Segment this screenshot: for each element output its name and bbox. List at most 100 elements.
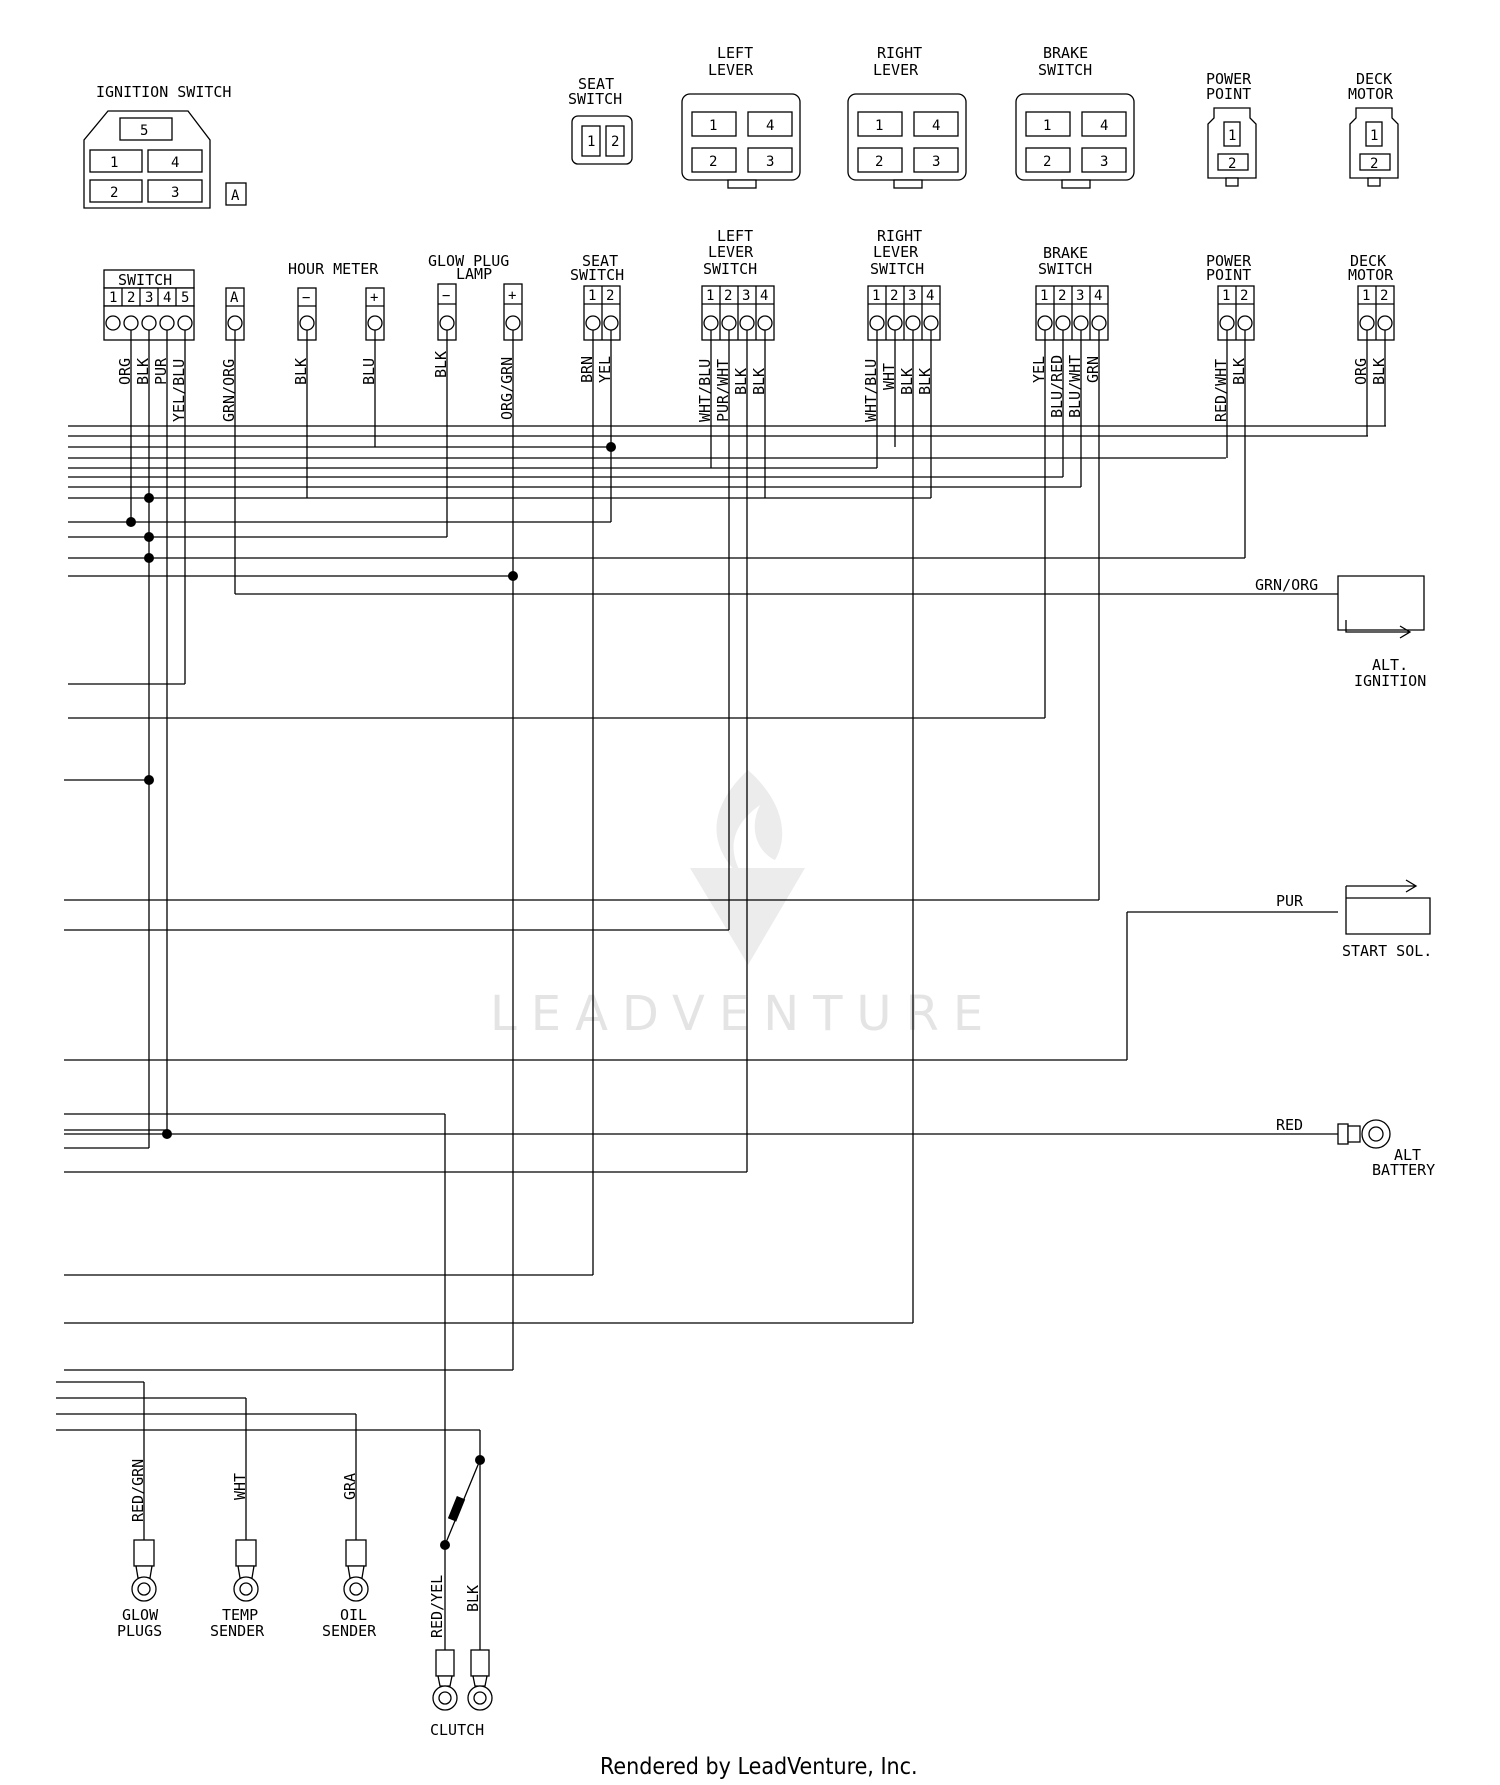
svg-text:1: 1	[1222, 288, 1230, 304]
svg-text:PLUGS: PLUGS	[117, 1622, 162, 1640]
svg-text:CLUTCH: CLUTCH	[430, 1721, 484, 1739]
right-lever-title-2: LEVER	[873, 61, 919, 79]
svg-text:3: 3	[1100, 154, 1108, 170]
svg-text:3: 3	[908, 288, 916, 304]
seat-switch-title-1: SEAT	[578, 75, 614, 93]
wire-labels: ORG BLK PUR YEL/BLU GRN/ORG BLK BLU BLK …	[116, 351, 1388, 422]
seat-top-pin-1: 1	[587, 134, 595, 150]
alt-ignition-wire: GRN/ORG	[1255, 576, 1318, 594]
svg-text:2: 2	[127, 290, 135, 306]
svg-text:1: 1	[109, 290, 117, 306]
h-seat-title-1: SEAT	[582, 252, 618, 270]
svg-text:BLK: BLK	[464, 1585, 482, 1612]
svg-text:4: 4	[760, 288, 768, 304]
junction-dots	[126, 442, 616, 1550]
svg-text:3: 3	[145, 290, 153, 306]
svg-text:RED/GRN: RED/GRN	[129, 1459, 147, 1522]
harness-a-terminal: A	[225, 287, 245, 341]
svg-text:RED/WHT: RED/WHT	[1212, 359, 1230, 422]
glow-plugs: RED/GRN GLOW PLUGS	[117, 1459, 162, 1640]
right-lever-title-1: RIGHT	[877, 44, 922, 62]
svg-text:WHT: WHT	[880, 363, 898, 390]
alt-battery-wire: RED	[1276, 1116, 1303, 1134]
svg-text:DECK: DECK	[1350, 252, 1386, 270]
watermark-text: LEADVENTURE	[490, 986, 997, 1042]
svg-text:ORG: ORG	[1352, 358, 1370, 385]
svg-text:4: 4	[1094, 288, 1102, 304]
svg-text:1: 1	[872, 288, 880, 304]
svg-text:SWITCH: SWITCH	[703, 260, 757, 278]
svg-text:MOTOR: MOTOR	[1348, 266, 1394, 284]
ign-pin-2: 2	[110, 185, 118, 201]
svg-text:POINT: POINT	[1206, 266, 1251, 284]
brake-title-1: BRAKE	[1043, 44, 1088, 62]
svg-text:1: 1	[1043, 118, 1051, 134]
glow-lamp-title-2: LAMP	[456, 265, 492, 283]
svg-text:2: 2	[1043, 154, 1051, 170]
top-power-point: POWER POINT 1 2	[1206, 70, 1257, 187]
svg-text:LEVER: LEVER	[708, 243, 754, 261]
clutch: RED/YEL BLK CLUTCH	[428, 1575, 493, 1739]
svg-text:A: A	[230, 290, 239, 306]
left-lever-title-2: LEVER	[708, 61, 754, 79]
svg-text:4: 4	[163, 290, 171, 306]
harness-switch-title: SWITCH	[118, 271, 172, 289]
svg-text:POWER: POWER	[1206, 252, 1252, 270]
svg-text:BLK: BLK	[432, 351, 450, 378]
svg-text:BATTERY: BATTERY	[1372, 1161, 1435, 1179]
glow-lamp-title-1: GLOW PLUG	[428, 252, 509, 270]
top-brake-switch: BRAKE SWITCH 1 4 2 3	[1015, 44, 1135, 189]
svg-text:YEL/BLU: YEL/BLU	[170, 359, 188, 422]
svg-text:BLK: BLK	[1370, 358, 1388, 385]
svg-text:SWITCH: SWITCH	[1038, 260, 1092, 278]
top-ignition-switch: IGNITION SWITCH 5 1 4 2 3 A	[83, 83, 247, 209]
svg-text:BLK: BLK	[732, 368, 750, 395]
ignition-switch-title: IGNITION SWITCH	[96, 83, 231, 101]
svg-text:1: 1	[875, 118, 883, 134]
svg-text:2: 2	[1228, 156, 1236, 172]
svg-text:4: 4	[932, 118, 940, 134]
harness-brake-switch: BRAKE SWITCH 1 2 3 4	[1035, 244, 1109, 341]
svg-text:ORG: ORG	[116, 358, 134, 385]
svg-text:ALT.: ALT.	[1372, 656, 1408, 674]
svg-text:GRN: GRN	[1084, 356, 1102, 383]
start-solenoid: PUR START SOL.	[1276, 879, 1432, 960]
left-lever-title-1: LEFT	[717, 44, 753, 62]
svg-text:GRN/ORG: GRN/ORG	[220, 359, 238, 422]
oil-sender: GRA OIL SENDER	[322, 1473, 377, 1640]
ign-pin-1: 1	[110, 155, 118, 171]
svg-text:4: 4	[926, 288, 934, 304]
svg-text:RED/YEL: RED/YEL	[428, 1575, 446, 1638]
temp-sender: WHT TEMP SENDER	[210, 1473, 265, 1640]
svg-text:2: 2	[1380, 288, 1388, 304]
top-seat-switch: SEAT SWITCH 1 2	[568, 75, 633, 165]
svg-text:LEVER: LEVER	[873, 243, 919, 261]
svg-text:4: 4	[766, 118, 774, 134]
harness-switch: SWITCH 1 2 3 4 5	[103, 269, 195, 341]
svg-text:ALT: ALT	[1394, 1146, 1421, 1164]
alt-ignition: GRN/ORG ALT. IGNITION	[1255, 575, 1426, 690]
svg-text:BLU: BLU	[360, 358, 378, 385]
harness-glow-plug-lamp: GLOW PLUG LAMP − +	[428, 252, 523, 341]
svg-text:3: 3	[932, 154, 940, 170]
wires	[56, 330, 1386, 1650]
svg-text:SENDER: SENDER	[322, 1622, 377, 1640]
harness-deck-motor: DECK MOTOR 1 2	[1348, 252, 1395, 341]
harness-power-point: POWER POINT 1 2	[1206, 252, 1255, 341]
svg-text:+: +	[508, 288, 516, 304]
svg-text:2: 2	[1058, 288, 1066, 304]
svg-text:TEMP: TEMP	[222, 1606, 258, 1624]
svg-text:LEFT: LEFT	[717, 227, 753, 245]
top-left-lever: LEFT LEVER 1 4 2 3	[681, 44, 801, 189]
svg-text:YEL: YEL	[1030, 356, 1048, 383]
ign-pin-5: 5	[140, 123, 148, 139]
svg-text:−: −	[442, 288, 450, 304]
svg-text:SENDER: SENDER	[210, 1622, 265, 1640]
svg-text:SWITCH: SWITCH	[870, 260, 924, 278]
svg-text:BLU/WHT: BLU/WHT	[1066, 355, 1084, 418]
svg-text:5: 5	[181, 290, 189, 306]
svg-text:−: −	[302, 290, 310, 306]
svg-text:BRAKE: BRAKE	[1043, 244, 1088, 262]
harness-hour-meter: HOUR METER − +	[288, 260, 385, 341]
hour-meter-title: HOUR METER	[288, 260, 379, 278]
